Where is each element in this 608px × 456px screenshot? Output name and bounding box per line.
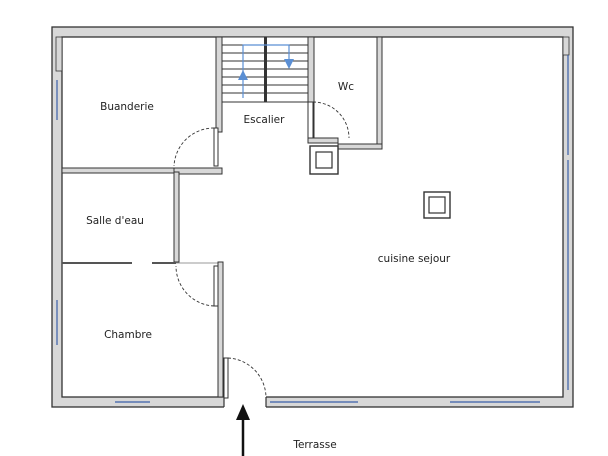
- room-label-chambre: Chambre: [104, 329, 152, 341]
- room-label-escalier: Escalier: [244, 114, 286, 126]
- doors: [173, 101, 350, 399]
- room-label-salle-eau: Salle d'eau: [86, 215, 144, 227]
- room-label-cuisine-sejour: cuisine sejour: [378, 253, 451, 265]
- staircase: [221, 36, 309, 103]
- room-label-buanderie: Buanderie: [100, 101, 154, 113]
- room-label-wc: Wc: [338, 81, 354, 93]
- windows: [56, 55, 569, 403]
- entrance-opening: [224, 396, 266, 408]
- entrance-arrow-icon: [236, 404, 250, 456]
- fixtures: [309, 145, 451, 219]
- room-label-terrasse: Terrasse: [292, 439, 336, 451]
- interior-walls: [61, 36, 383, 398]
